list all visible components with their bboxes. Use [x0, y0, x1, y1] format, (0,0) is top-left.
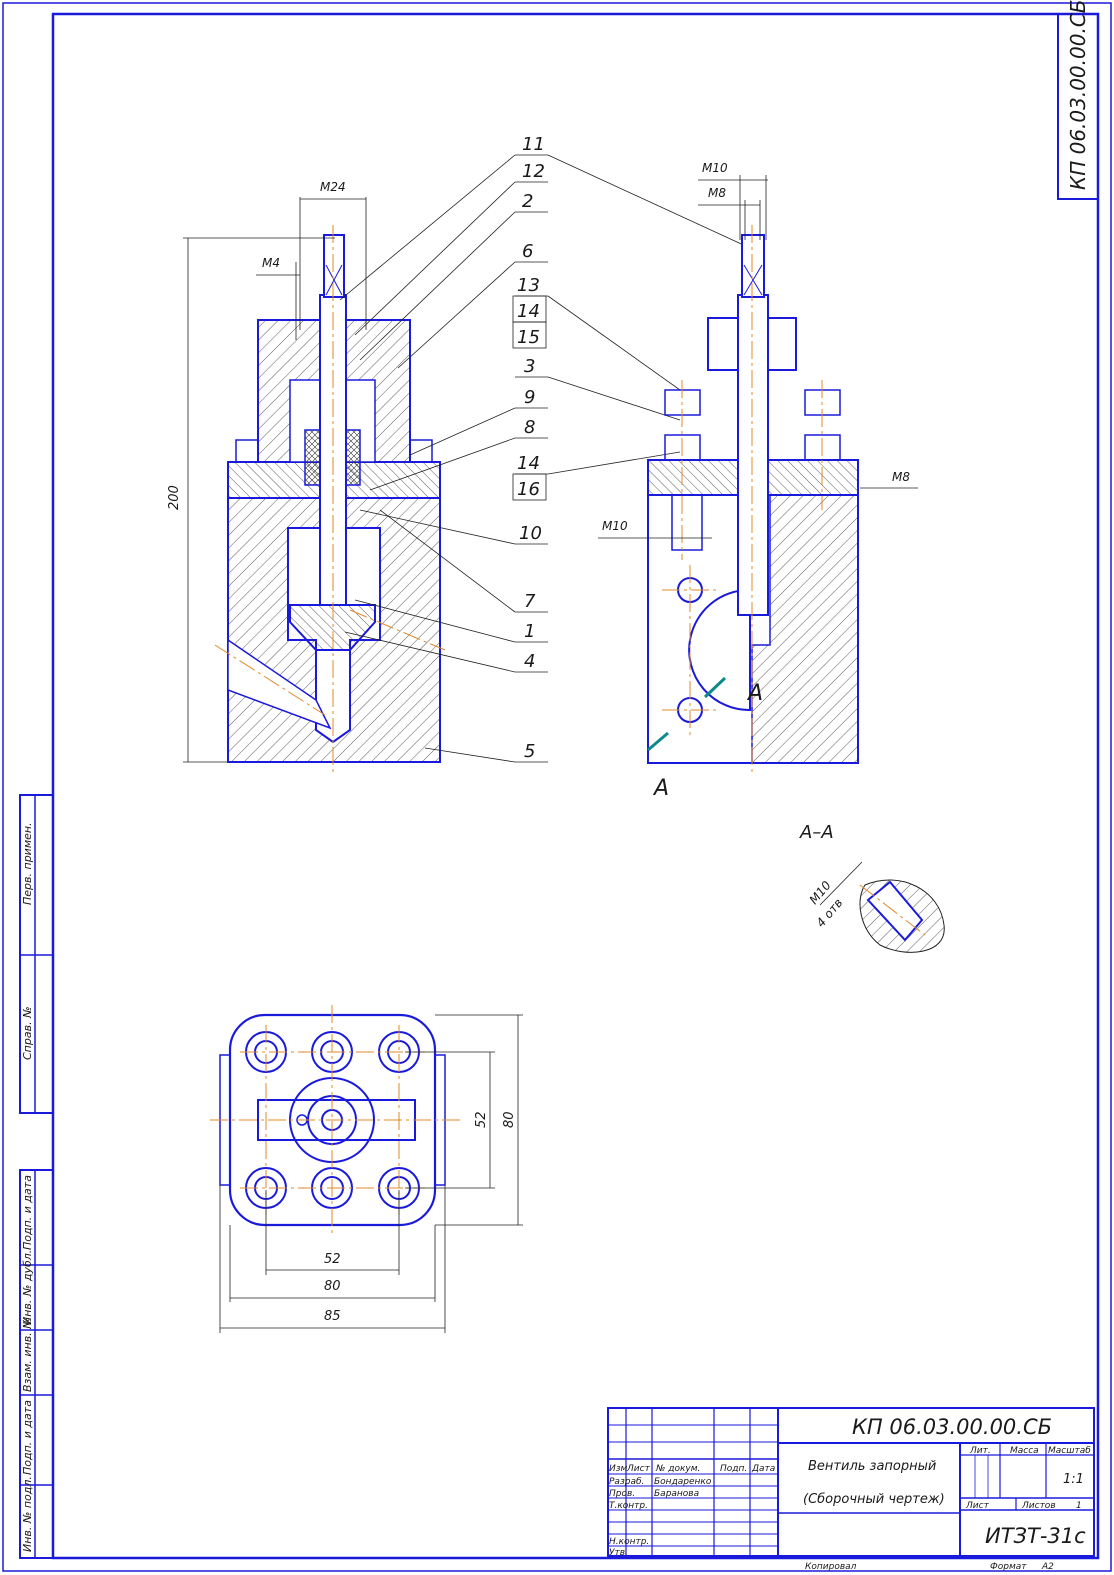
- callout-9: 9: [524, 387, 535, 408]
- callout-10: 10: [519, 523, 542, 544]
- dim-plan-52-h: 52: [324, 1252, 341, 1267]
- tb-ndoc: № докум.: [655, 1464, 700, 1474]
- tb-izm: Изм: [609, 1464, 628, 1474]
- tb-massa: Масса: [1010, 1446, 1039, 1456]
- tb-role-2: Т.контр.: [609, 1501, 648, 1511]
- stamp-podp-data-1: Подп. и дата: [21, 1175, 34, 1250]
- front-dimensions: М24 М4 200: [167, 180, 367, 763]
- section-a-a: А–А М10 4 отв: [799, 822, 945, 953]
- tb-role-0: Разраб.: [609, 1477, 644, 1487]
- tb-role-1: Пров.: [609, 1489, 635, 1499]
- dim-m10-top: М10: [702, 161, 728, 175]
- side-code-text: КП 06.03.00.00.СБ: [1066, 0, 1090, 190]
- callout-8: 8: [524, 417, 535, 438]
- side-code-box: КП 06.03.00.00.СБ: [1057, 0, 1099, 200]
- callout-6: 6: [522, 241, 533, 262]
- callout-4: 4: [524, 651, 535, 672]
- plan-view: [210, 1005, 460, 1235]
- tb-sheets: Листов: [1021, 1501, 1056, 1511]
- tb-name-1: Баранова: [654, 1489, 699, 1499]
- callout-7: 7: [524, 591, 536, 612]
- tb-role-3: Н.контр.: [609, 1537, 649, 1547]
- stamp-podp-data-2: Подп. и дата: [21, 1400, 34, 1475]
- callout-1: 1: [524, 621, 535, 642]
- side-view: А А: [647, 225, 859, 801]
- stamp-inv-dubl: Инв. № дубл.: [21, 1250, 34, 1325]
- dim-plan-52-v: 52: [474, 1111, 489, 1128]
- tb-format-value: А2: [1041, 1562, 1054, 1572]
- dim-m8-right: М8: [892, 470, 910, 484]
- tb-doc-code: КП 06.03.00.00.СБ: [852, 1415, 1052, 1439]
- callout-11: 11: [522, 134, 545, 155]
- tb-format: Формат: [990, 1562, 1027, 1572]
- tb-sheet: Лист: [965, 1501, 990, 1511]
- stamp-sprav: Справ. №: [21, 1006, 34, 1060]
- callout-3: 3: [524, 356, 535, 377]
- inner-frame: [51, 12, 1100, 1560]
- tb-data: Дата: [751, 1464, 775, 1474]
- tb-name-line2: (Сборочный чертеж): [803, 1492, 945, 1507]
- dim-m24: М24: [320, 180, 346, 194]
- dim-plan-80-h: 80: [324, 1279, 341, 1294]
- stamp-inv-podl: Инв. № подл.: [21, 1476, 34, 1552]
- cut-mark-a2: А: [746, 681, 763, 706]
- dim-m8-top: М8: [708, 186, 726, 200]
- tb-scale: 1:1: [1063, 1472, 1084, 1487]
- cut-mark-a1: А: [652, 776, 669, 801]
- tb-sheets-value: 1: [1076, 1501, 1082, 1511]
- stamp-vzam-inv: Взам. инв. №: [21, 1317, 34, 1392]
- callout-14a: 14: [517, 301, 540, 322]
- tb-copied: Копировал: [805, 1562, 857, 1572]
- callout-13: 13: [517, 275, 540, 296]
- side-stamp: Перв. примен. Справ. № Подп. и дата Инв.…: [19, 794, 54, 1559]
- section-title: А–А: [799, 822, 834, 843]
- dim-m4: М4: [262, 256, 280, 270]
- tb-podp: Подп.: [720, 1464, 747, 1474]
- tb-name-line1: Вентиль запорный: [808, 1459, 936, 1474]
- callout-14b: 14: [517, 453, 540, 474]
- dim-plan-85-h: 85: [324, 1309, 341, 1324]
- tb-name-0: Бондаренко: [654, 1477, 712, 1487]
- title-block: Изм Лист № докум. Подп. Дата Разраб. Бон…: [607, 1407, 1095, 1572]
- front-section-view: [214, 225, 446, 775]
- tb-role-4: Утв.: [609, 1548, 628, 1558]
- tb-lit: Лит.: [969, 1446, 991, 1456]
- tb-list: Лист: [626, 1464, 651, 1474]
- tb-masshtab: Масштаб: [1048, 1446, 1091, 1456]
- plan-dimensions: 52 80 52 80 85: [219, 1014, 523, 1333]
- callout-5: 5: [524, 741, 535, 762]
- tb-group: ИТЗТ-31с: [985, 1524, 1086, 1548]
- dim-m10-left: М10: [602, 519, 628, 533]
- callout-12: 12: [522, 161, 545, 182]
- dim-plan-80-v: 80: [502, 1111, 517, 1128]
- callouts: 11 12 2 6 13 14 15 3 9 8 14 16 10 7 1 4 …: [339, 134, 751, 763]
- side-dimensions: М10 М8 М8 М10: [598, 161, 918, 539]
- callout-16: 16: [517, 479, 540, 500]
- callout-2: 2: [522, 191, 533, 212]
- callout-15: 15: [517, 327, 540, 348]
- dim-h200: 200: [167, 485, 182, 510]
- stamp-perv-primen: Перв. примен.: [21, 822, 34, 905]
